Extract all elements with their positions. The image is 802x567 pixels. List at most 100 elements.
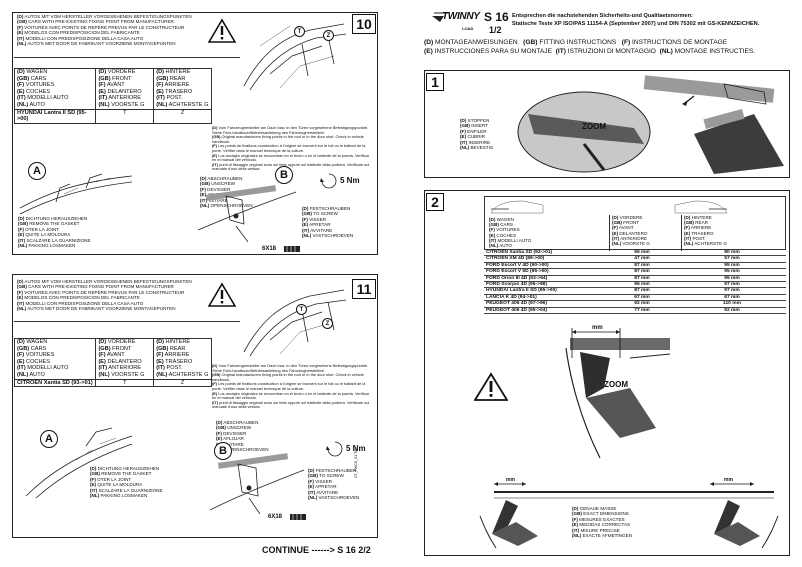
torque-wrench-icon — [326, 441, 343, 457]
twinny-wing-icon — [432, 12, 448, 22]
norms-line-2: Statische Teste XP ISO/PAS 11154-A (Sept… — [512, 21, 760, 27]
roof-bar-foot-illustration — [197, 185, 297, 243]
screw-in-text: (D) FESTSCHRAUBEN (GB) TO SCREW (F) VISS… — [302, 206, 354, 239]
notes-10: (D) Vom Fahrzeughersteller am Dach bzw. … — [212, 125, 370, 172]
norms-line-1: Entsprechen die nachstehenden Sicherheit… — [512, 13, 693, 19]
header-divider — [14, 57, 240, 58]
gasket-removal-illustration-11 — [25, 427, 133, 499]
front-distance-cell: 47 mm — [606, 255, 678, 263]
step-a-text-11: (D) DICHTUNG HERAUSZIEHEN (GB) REMOVE TH… — [90, 466, 163, 499]
screw-size: 6X18 — [262, 246, 277, 252]
front-distance-cell: 95 mm — [606, 281, 678, 289]
model-name: CITROËN Xantia SD (93->01) — [13, 378, 97, 388]
front-distance-cell: 77 mm — [606, 307, 678, 315]
panel-11-number: 11 — [352, 279, 376, 299]
model-cell: FORD Escort V 5D (95->00) — [484, 268, 606, 276]
header-col-2: (D) VORDERE (GB) FRONT (F) AVANT (E) DEL… — [609, 215, 650, 251]
torque-value: 5 Nm — [340, 176, 360, 185]
z-marker: Z — [323, 30, 334, 41]
front-distance-cell: 87 mm — [606, 275, 678, 283]
screw-icon — [284, 246, 300, 252]
model-cell: FORD Escort V 4D (90->00) — [484, 262, 606, 270]
panel-10-number: 10 — [352, 14, 376, 34]
step-a-badge: A — [40, 430, 58, 448]
brand-logo: TWINNY LOAD — [430, 10, 482, 34]
model-cell: FORD Orion III 4D (93->94) — [484, 275, 606, 283]
panel-10-header: (D) AUTOS MIT VOM HERSTELLER VORGESEHENE… — [17, 14, 192, 47]
model-cell: LANCIA K 4D (94->01) — [484, 294, 606, 302]
header-divider-11 — [14, 321, 240, 322]
roof-bar-foot-illustration-11 — [209, 453, 305, 515]
rear-distance-cell: 97 mm — [678, 281, 786, 289]
front-distance-cell: 87 mm — [606, 287, 678, 295]
rear-distance-cell: 95 mm — [678, 268, 786, 276]
warning-icon — [474, 372, 508, 401]
front-distance-cell: 92 mm — [606, 300, 678, 308]
roof-bar-span-diagram — [479, 482, 779, 549]
t-marker: T — [296, 304, 307, 315]
model-cell: HYUNDAI Lantra II SD (95->00) — [484, 287, 606, 295]
zoom-label: ZOOM — [582, 122, 606, 131]
screw-size: 6X18 — [268, 514, 283, 520]
step-b-badge: B — [275, 166, 293, 184]
car-roof-sketch-11 — [243, 289, 347, 357]
car-rear-sketch — [674, 200, 728, 214]
front-marker: T — [95, 378, 155, 388]
model-cell: FORD Scorpio 4D (95->98) — [484, 281, 606, 289]
rear-distance-cell: 95 mm — [678, 275, 786, 283]
front-marker: T — [95, 108, 155, 124]
rear-mm-label: mm — [724, 477, 733, 483]
step-b-badge: B — [214, 442, 232, 460]
front-distance-cell: 87 mm — [606, 268, 678, 276]
panel-2-number: 2 — [426, 193, 444, 211]
rear-distance-cell: 67 mm — [678, 294, 786, 302]
front-mm-label: mm — [506, 477, 515, 483]
fixing-point-table-11: (D) WAGEN (GB) CARS (F) VOITURES (E) COC… — [13, 338, 212, 388]
model-cell: CITROEN XM 4D (89->00) — [484, 255, 606, 263]
t-marker: T — [294, 26, 305, 37]
brand-name: TWINNY — [442, 11, 480, 22]
torque-wrench-icon — [320, 173, 337, 189]
model-cell: CITROËN Xantia SD (93->01) — [484, 250, 606, 257]
screw-icon — [290, 514, 306, 520]
zoom-measure-label: mm — [592, 325, 603, 331]
page-indicator: 1/2 — [489, 25, 502, 35]
front-distance-cell: 67 mm — [606, 294, 678, 302]
front-distance-cell: 65 mm — [606, 250, 678, 257]
insert-text: (D) STOPFEN (GB) INSERT (F) ENFILER (E) … — [460, 118, 494, 151]
front-distance-cell: 87 mm — [606, 262, 678, 270]
header-col-3: (D) HINTERE (GB) REAR (F) ARRIERE (E) TR… — [681, 215, 727, 251]
warning-icon — [208, 282, 236, 307]
instructions-heading-2: (E) INSTRUCCIONES PARA SU MONTAJE (IT) I… — [424, 48, 756, 55]
model-name: HYUNDAI Lantra II SD (95->00) — [13, 108, 97, 124]
exact-dimensions-text: (D) GENAUE MASSE (GB) EXACT DIMENSIONS (… — [572, 506, 632, 539]
model-code: S 16 — [484, 10, 509, 24]
rear-distance-cell: 80 mm — [678, 250, 786, 257]
panel-11 — [12, 274, 378, 538]
model-cell: PEUGEOT 406 4D (97->96) — [484, 300, 606, 308]
model-cell: PEUGEOT 406 4D (95->04) — [484, 307, 606, 315]
end-cap-insert-illustration — [517, 75, 784, 174]
z-marker: Z — [322, 318, 333, 329]
zoom-label: ZOOM — [604, 380, 628, 389]
notes-11: (D) Vom Fahrzeughersteller am Dach bzw. … — [212, 363, 370, 410]
rear-distance-cell: 97 mm — [678, 287, 786, 295]
rear-distance-cell: 95 mm — [678, 262, 786, 270]
screw-in-text-11: (D) FESTSCHRAUBEN (GB) TO SCREW (F) VISS… — [308, 468, 360, 501]
header-col-1: (D) WAGEN (GB) CARS (F) VOITURES (E) COC… — [489, 217, 532, 249]
bar-distance-illustration — [565, 328, 671, 459]
measurement-table-header: (D) WAGEN (GB) CARS (F) VOITURES (E) COC… — [484, 196, 786, 251]
panel-1-number: 1 — [426, 73, 444, 91]
rear-distance-cell: 57 mm — [678, 255, 786, 263]
step-a-badge: A — [28, 162, 46, 180]
rear-marker: Z — [153, 108, 212, 124]
